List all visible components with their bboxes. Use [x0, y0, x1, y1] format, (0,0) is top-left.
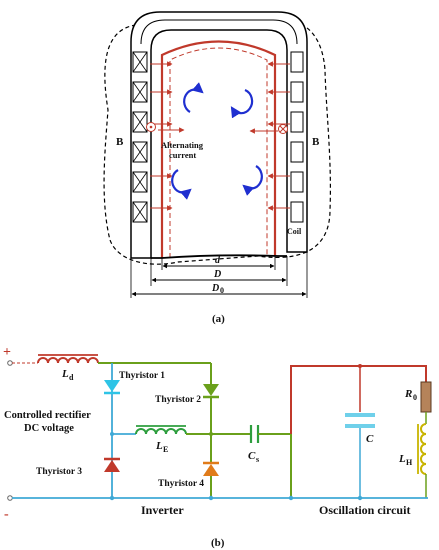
coil-arch [130, 11, 308, 259]
dim-D0-label: D [211, 283, 219, 294]
alternating-current-label-2: current [169, 150, 196, 160]
ld-inductor [37, 354, 99, 364]
lh-label: L [398, 453, 406, 465]
figure-a-furnace: B B Alternating current Coil [103, 11, 331, 265]
thyristor-2-label: Thyristor 2 [155, 395, 201, 405]
current-out-symbol [146, 122, 156, 132]
alternating-current-label: Alternating [161, 140, 204, 150]
crucible-bottom [151, 254, 287, 259]
r0-subscript: 0 [413, 393, 417, 402]
r0-label: R [404, 388, 412, 400]
coil-box [290, 171, 304, 193]
thyristor-3 [104, 457, 120, 472]
r0-resistor [420, 381, 432, 413]
cs-subscript: s [256, 455, 259, 464]
thyristor-1-label: Thyristor 1 [119, 371, 165, 381]
coil-box [132, 81, 148, 103]
crucible-outline [160, 40, 277, 258]
thyristor-3-label: Thyristor 3 [36, 467, 82, 477]
minus-terminal: - [4, 507, 9, 522]
inverter-label: Inverter [141, 503, 184, 517]
le-label: L [155, 440, 163, 452]
lh-inductor [417, 423, 427, 475]
coil-box [290, 81, 304, 103]
thyristor-2 [203, 384, 219, 399]
figure-a-caption: (a) [212, 313, 225, 325]
thyristor-4 [203, 461, 219, 476]
figure-b-caption: (b) [211, 537, 225, 549]
b-label-left: B [116, 136, 124, 148]
ld-subscript: d [69, 373, 74, 382]
thyristor-4-label: Thyristor 4 [158, 479, 204, 489]
coil-label: Coil [287, 227, 302, 236]
coil-box [132, 201, 148, 223]
figure-b-circuit: + - L d Thyristor 1 Thyristor 3 [3, 345, 432, 522]
left-coil-boxes [132, 51, 148, 223]
coil-box [132, 111, 148, 133]
dim-D0-subscript: 0 [220, 286, 224, 295]
coil-box [132, 171, 148, 193]
thyristor-1 [104, 380, 120, 395]
rectifier-label: Controlled rectifier [4, 410, 91, 421]
melt-flow-arrows [171, 82, 263, 200]
coil-box [290, 111, 304, 133]
cs-capacitor [249, 425, 260, 443]
cs-label: C [248, 450, 256, 462]
oscillation-top-wire [290, 365, 427, 434]
rectifier-label-2: DC voltage [24, 423, 74, 434]
dim-d-label: d [215, 255, 221, 266]
le-inductor [135, 425, 187, 435]
induced-current-arrows [150, 61, 290, 211]
b-label-right: B [312, 136, 320, 148]
magnetic-field-boundary [103, 20, 331, 265]
plus-terminal: + [3, 345, 11, 360]
coil-box [290, 141, 304, 163]
coil-box [290, 201, 304, 223]
c-label: C [366, 433, 374, 445]
coil-box [132, 141, 148, 163]
c-capacitor [345, 413, 375, 428]
right-coil-boxes [290, 51, 304, 223]
dimension-lines: d D D 0 [130, 252, 308, 298]
current-in-symbol [278, 124, 288, 134]
coil-box [132, 51, 148, 73]
oscillation-label: Oscillation circuit [319, 503, 410, 517]
le-subscript: E [163, 445, 168, 454]
coil-box [290, 51, 304, 73]
lh-subscript: H [406, 458, 413, 467]
ld-label: L [61, 368, 69, 380]
dim-D-label: D [213, 269, 221, 280]
